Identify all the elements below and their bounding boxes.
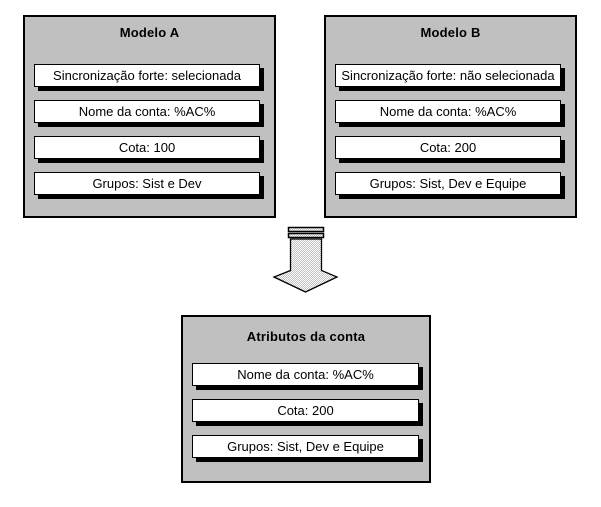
- model-a-box: Modelo A Sincronização forte: selecionad…: [23, 15, 276, 218]
- model-b-box: Modelo B Sincronização forte: não seleci…: [324, 15, 577, 218]
- attribute-row-sync: Sincronização forte: selecionada: [34, 64, 260, 87]
- attribute-row-groups: Grupos: Sist, Dev e Equipe: [335, 172, 561, 195]
- attribute-row-quota: Cota: 100: [34, 136, 260, 159]
- model-b-title: Modelo B: [420, 25, 481, 40]
- account-attributes-title: Atributos da conta: [246, 329, 366, 344]
- attribute-row-account-name: Nome da conta: %AC%: [34, 100, 260, 123]
- attribute-row-groups: Grupos: Sist, Dev e Equipe: [192, 435, 419, 458]
- model-a-title: Modelo A: [119, 25, 180, 40]
- account-attributes-box: Atributos da conta Nome da conta: %AC% C…: [181, 315, 431, 483]
- attribute-row-groups: Grupos: Sist e Dev: [34, 172, 260, 195]
- attribute-row-quota: Cota: 200: [335, 136, 561, 159]
- attribute-row-quota: Cota: 200: [192, 399, 419, 422]
- attribute-row-account-name: Nome da conta: %AC%: [192, 363, 419, 386]
- attribute-row-sync: Sincronização forte: não selecionada: [335, 64, 561, 87]
- attribute-row-account-name: Nome da conta: %AC%: [335, 100, 561, 123]
- merge-down-arrow-icon: [272, 226, 339, 293]
